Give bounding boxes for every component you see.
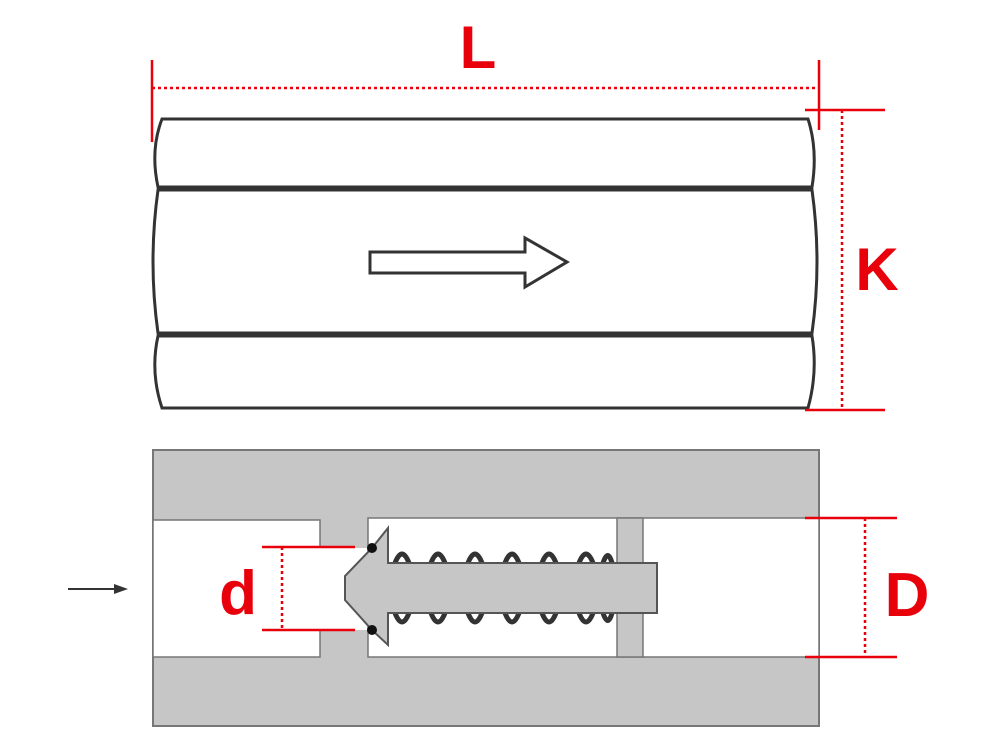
label-L: L — [460, 14, 497, 81]
seal-dot — [367, 625, 377, 635]
label-K: K — [855, 236, 898, 303]
seal-dot — [367, 543, 377, 553]
hex-body-top-view — [151, 117, 819, 410]
arrow-right-icon — [368, 235, 570, 290]
dimension-d — [262, 545, 355, 632]
poppet — [344, 525, 658, 648]
dimension-D — [805, 516, 897, 659]
dimension-K — [805, 108, 885, 412]
dimension-L — [150, 60, 821, 142]
label-d: d — [219, 559, 257, 628]
spring — [392, 551, 615, 625]
label-D: D — [885, 561, 930, 630]
arrow-right-icon — [68, 584, 128, 594]
